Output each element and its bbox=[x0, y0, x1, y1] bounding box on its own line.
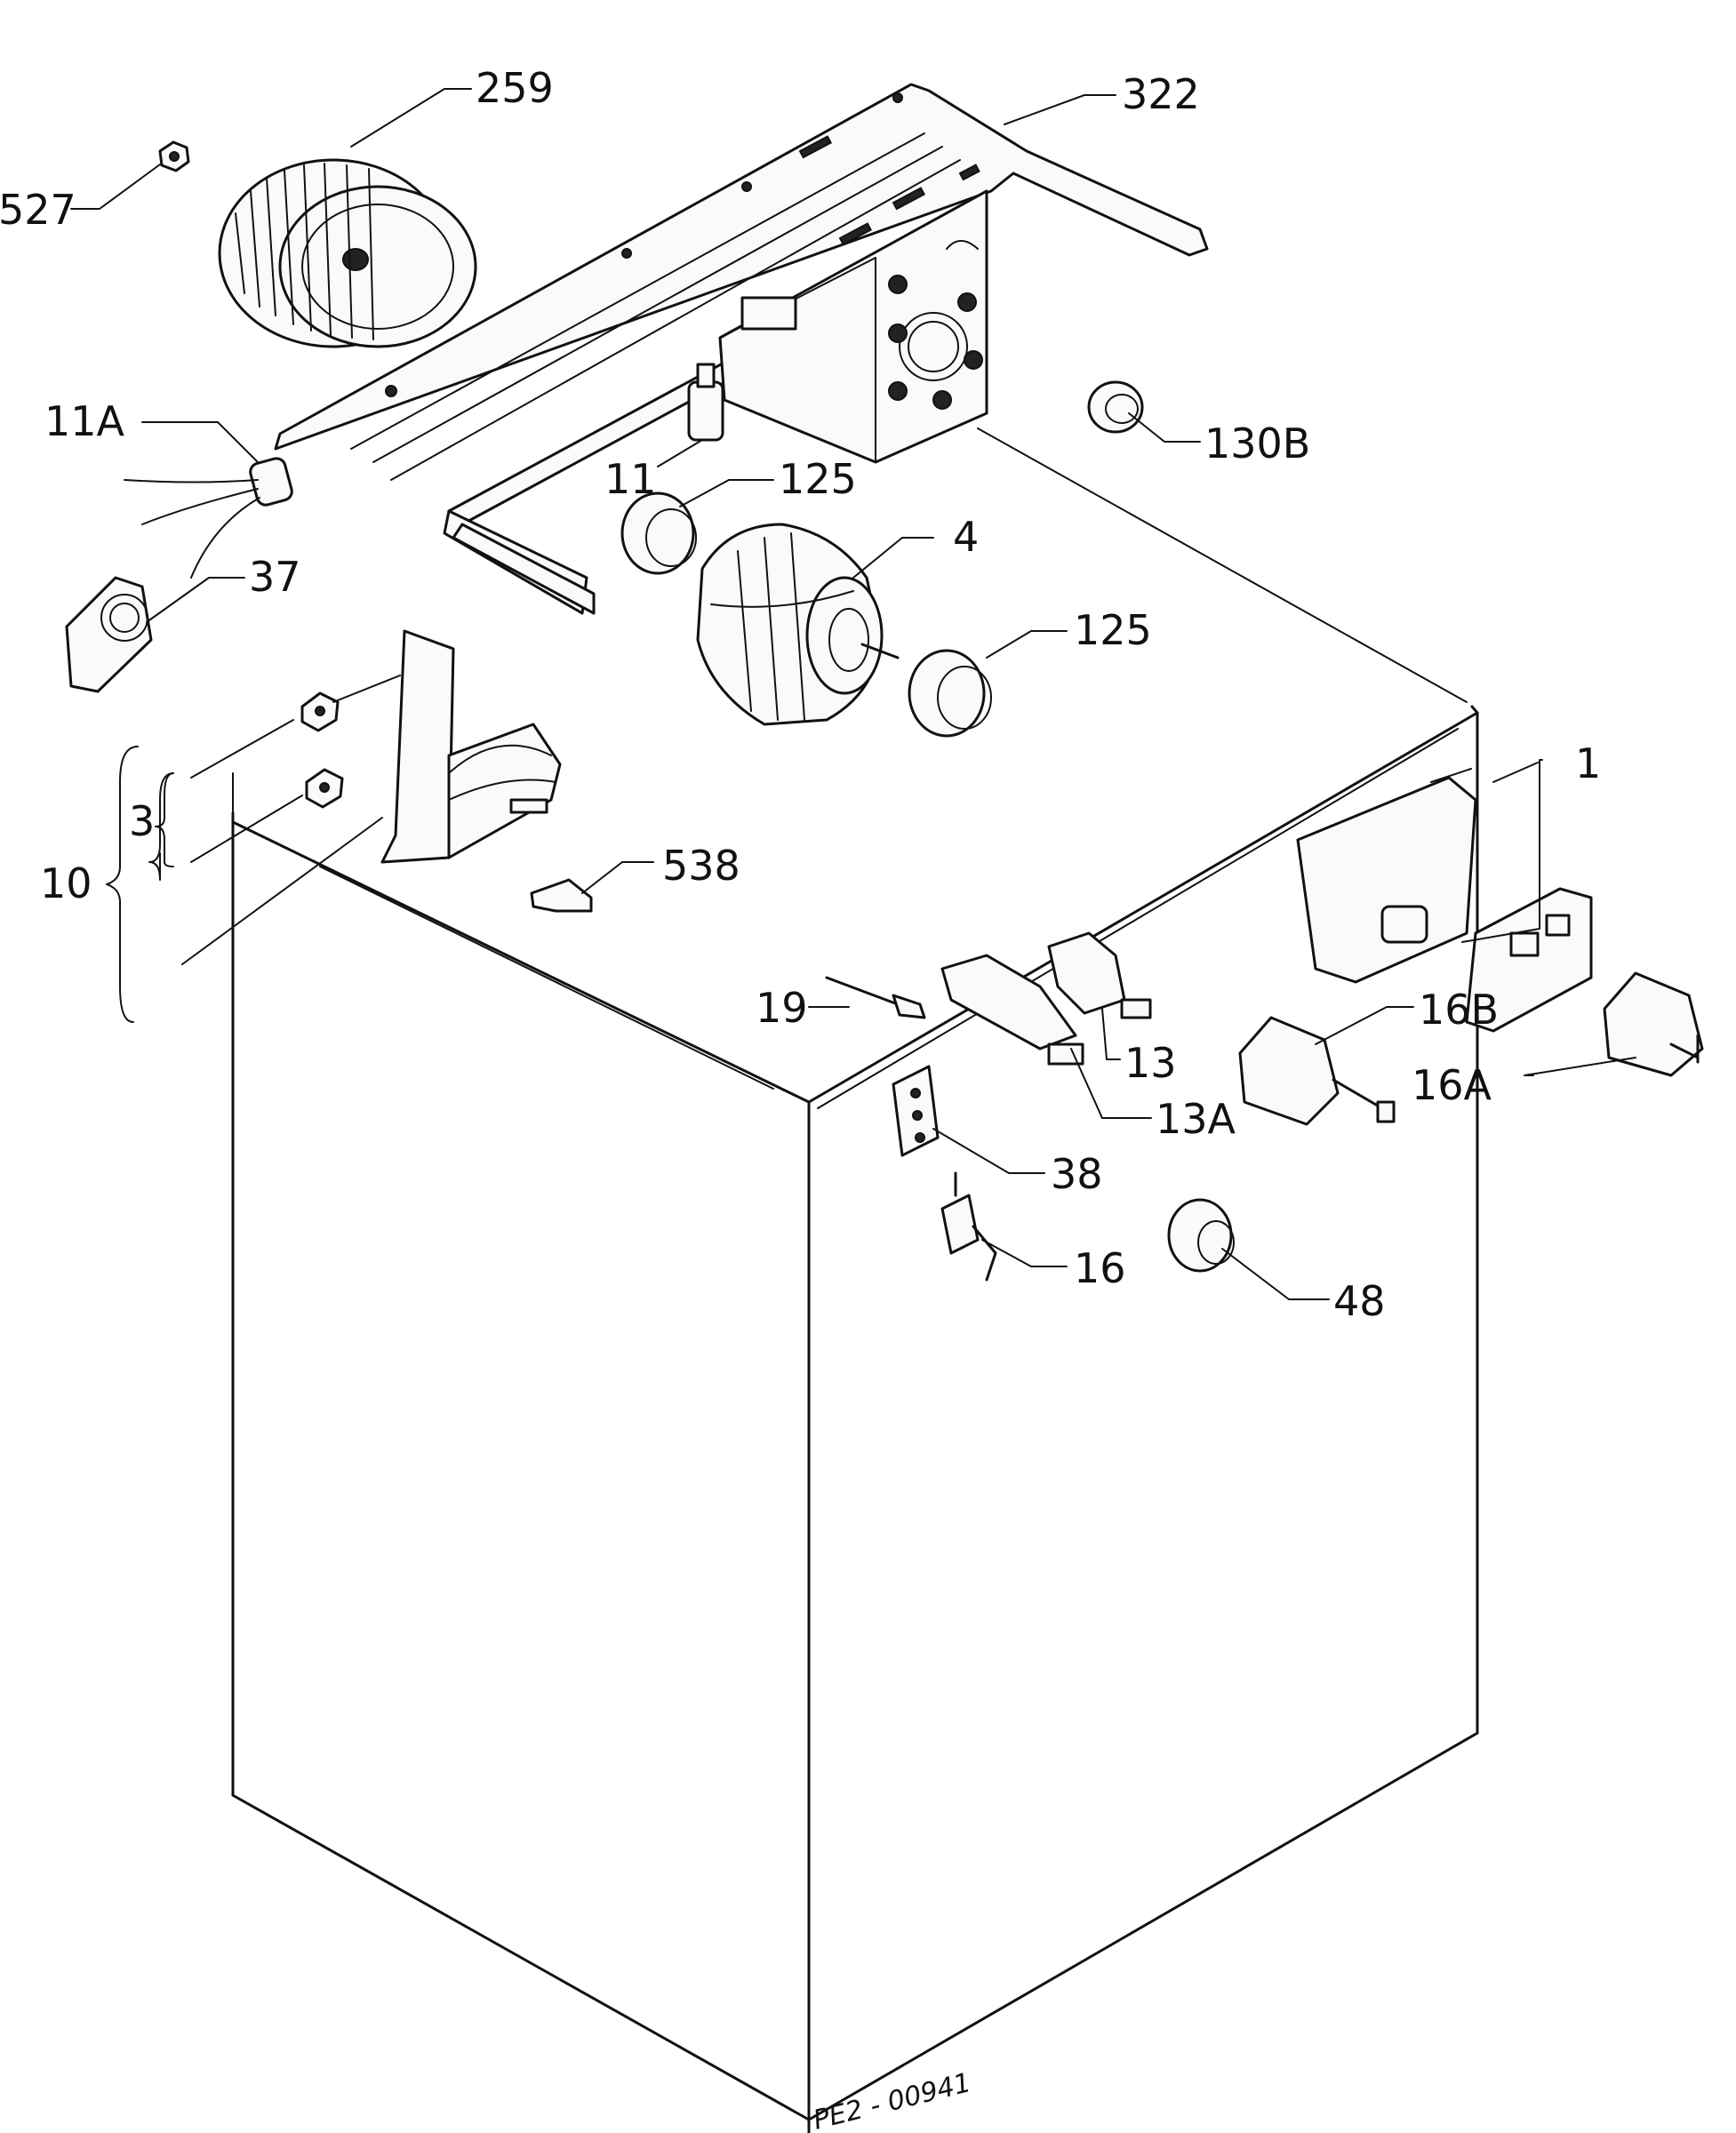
label-259: 259 bbox=[476, 64, 554, 112]
label-13: 13 bbox=[1124, 1039, 1177, 1087]
label-538: 538 bbox=[662, 842, 740, 890]
spacer-11 bbox=[687, 363, 724, 442]
label-16A: 16A bbox=[1412, 1061, 1492, 1109]
terminal-block-38 bbox=[892, 1065, 940, 1157]
label-130B: 130B bbox=[1204, 419, 1310, 467]
label-48: 48 bbox=[1333, 1277, 1386, 1325]
bearing-125-lower bbox=[908, 649, 992, 738]
drawing-code: PE2 - 00941 bbox=[810, 2067, 974, 2133]
label-13A: 13A bbox=[1156, 1095, 1236, 1143]
heater-assembly-10 bbox=[380, 629, 562, 864]
label-16B: 16B bbox=[1419, 986, 1499, 1034]
door-switch-16 bbox=[940, 1171, 997, 1282]
connector-11A bbox=[124, 457, 293, 579]
nut-527 bbox=[158, 140, 190, 172]
label-527: 527 bbox=[0, 186, 76, 234]
label-37: 37 bbox=[249, 553, 301, 601]
connector-13 bbox=[1047, 931, 1152, 1019]
label-4: 4 bbox=[953, 513, 979, 561]
knob-130B bbox=[1087, 380, 1144, 434]
clip-538 bbox=[530, 878, 593, 913]
label-16: 16 bbox=[1074, 1244, 1126, 1292]
label-1: 1 bbox=[1575, 739, 1601, 787]
label-125-lower: 125 bbox=[1074, 606, 1152, 654]
label-3: 3 bbox=[129, 797, 155, 845]
blower-wheel-259 bbox=[218, 158, 477, 348]
label-125-upper: 125 bbox=[779, 455, 857, 503]
label-11A: 11A bbox=[44, 397, 125, 445]
label-10: 10 bbox=[40, 859, 92, 907]
thermostat-3-upper bbox=[300, 691, 340, 732]
indicator-48 bbox=[1167, 1198, 1235, 1273]
switch-16A bbox=[1603, 971, 1704, 1077]
switch-16B bbox=[1238, 1016, 1396, 1126]
cabinet-body bbox=[231, 427, 1479, 2133]
motor-4 bbox=[696, 523, 900, 726]
bracket-37 bbox=[65, 576, 153, 693]
label-19: 19 bbox=[756, 984, 808, 1032]
bearing-125-upper bbox=[620, 491, 697, 575]
sensor-19 bbox=[825, 976, 926, 1019]
program-controller-1 bbox=[1296, 768, 1593, 1033]
connector-13A bbox=[940, 954, 1084, 1066]
label-11: 11 bbox=[604, 455, 657, 503]
leader-lines bbox=[70, 88, 1636, 1300]
thermostat-3-lower bbox=[305, 768, 344, 809]
top-frame-322 bbox=[274, 83, 1209, 615]
callout-labels: 259 322 527 11A 130B 11 125 4 37 125 1 3… bbox=[0, 64, 1601, 1325]
label-38: 38 bbox=[1051, 1150, 1103, 1198]
label-322: 322 bbox=[1122, 70, 1200, 118]
